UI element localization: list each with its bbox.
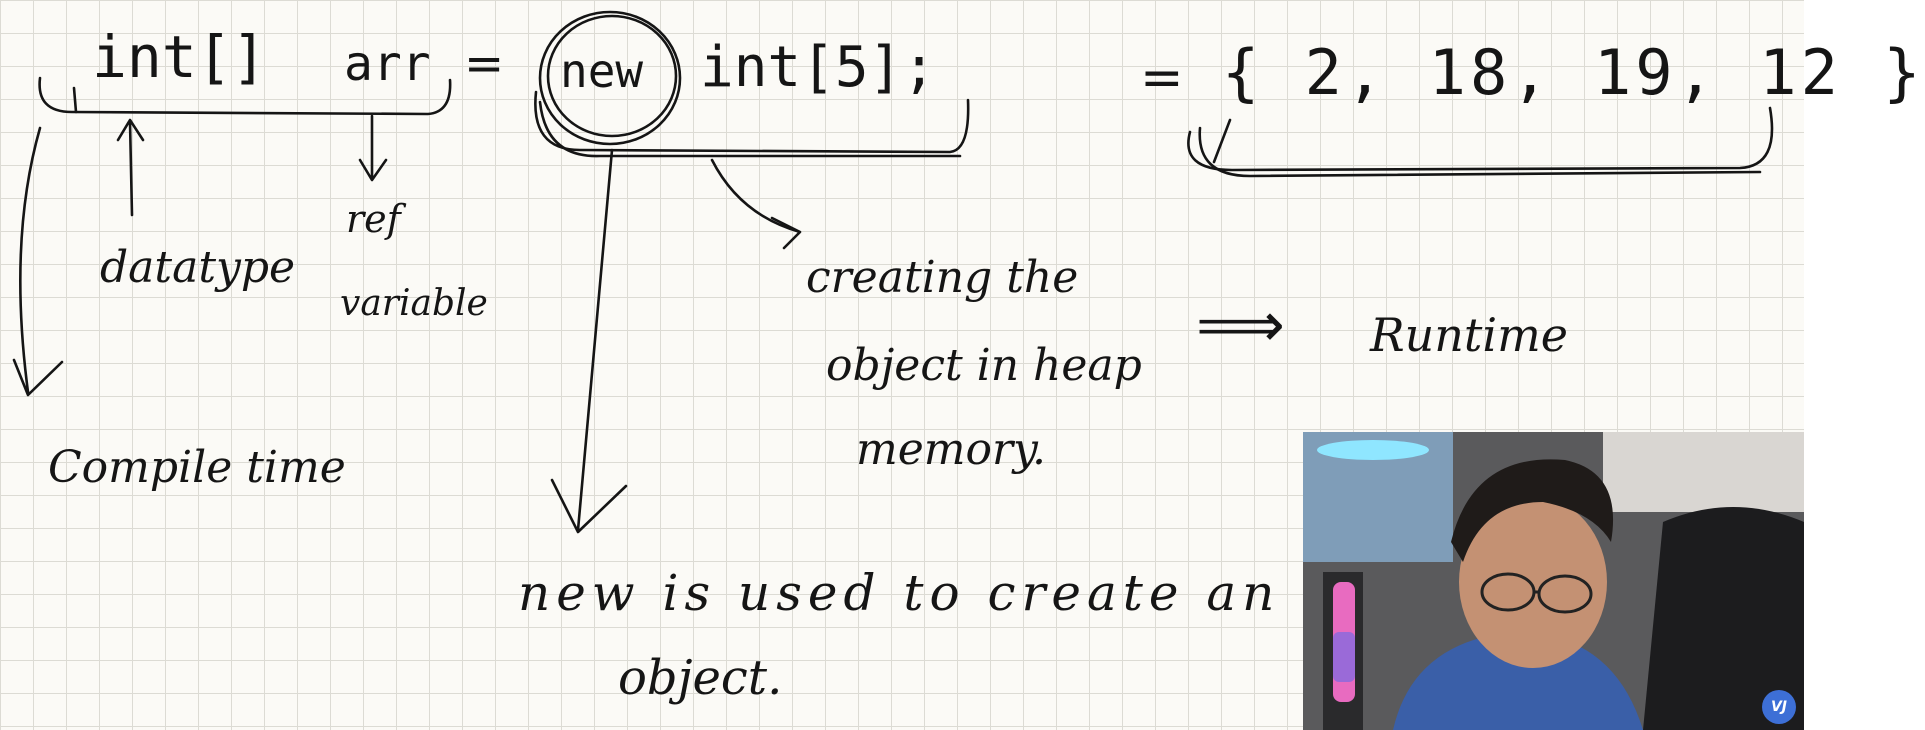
datatype-code: int[] [92,23,267,91]
new-explanation-line-2: object. [618,650,783,706]
values-literal: { 2, 18, 19, 12 } [1222,36,1925,109]
datatype-label: datatype [100,242,296,293]
arrow-to-ref-variable [358,114,388,182]
heap-note-line-1: creating the [806,252,1079,303]
runtime-label: Runtime [1370,308,1568,362]
channel-logo-icon: VJ [1762,690,1796,724]
equals-values: = [1140,48,1184,108]
new-explanation-line-1: new is used to create an [518,564,1281,622]
arrow-to-datatype [116,118,145,217]
brace-under-declaration [38,76,452,116]
arrow-to-heap-note [710,158,802,250]
webcam-overlay: VJ [1303,432,1804,730]
heap-note-line-3: memory. [856,424,1047,475]
arrow-to-new-explanation [550,148,628,534]
variable-code: arr [344,36,431,92]
circle-around-new [538,10,682,146]
equals-sign: = [464,36,505,92]
compile-time-label: Compile time [48,442,346,493]
implies-arrow: ⟹ [1196,288,1285,361]
new-keyword: new [560,44,644,98]
brace-under-allocation [534,90,970,154]
hand-drawn-strokes [12,10,1774,534]
array-alloc-code: int[5]; [700,35,937,100]
ref-label: ref [346,197,401,241]
heap-note-line-2: object in heap [826,340,1142,391]
brace-under-values [1187,106,1774,172]
arrow-to-compile-time [12,126,64,397]
presenter-video-frame [1303,432,1804,730]
variable-label: variable [340,283,488,324]
